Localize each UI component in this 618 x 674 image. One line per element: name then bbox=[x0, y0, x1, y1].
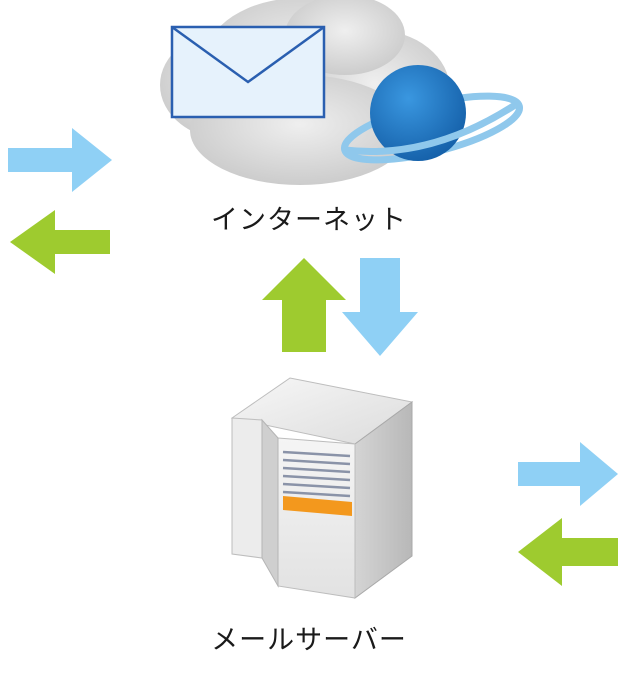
server-icon bbox=[230, 377, 414, 599]
envelope-icon bbox=[170, 25, 326, 119]
left-incoming-arrow bbox=[10, 210, 110, 274]
globe-icon bbox=[340, 65, 524, 164]
mail-server-label: メールサーバー bbox=[211, 625, 407, 656]
down-arrow-to-server bbox=[342, 258, 418, 356]
left-outgoing-arrow bbox=[8, 128, 112, 192]
up-arrow-to-internet bbox=[262, 258, 346, 352]
right-incoming-arrow bbox=[518, 518, 618, 586]
right-outgoing-arrow bbox=[518, 442, 618, 506]
internet-label: インターネット bbox=[211, 205, 407, 236]
